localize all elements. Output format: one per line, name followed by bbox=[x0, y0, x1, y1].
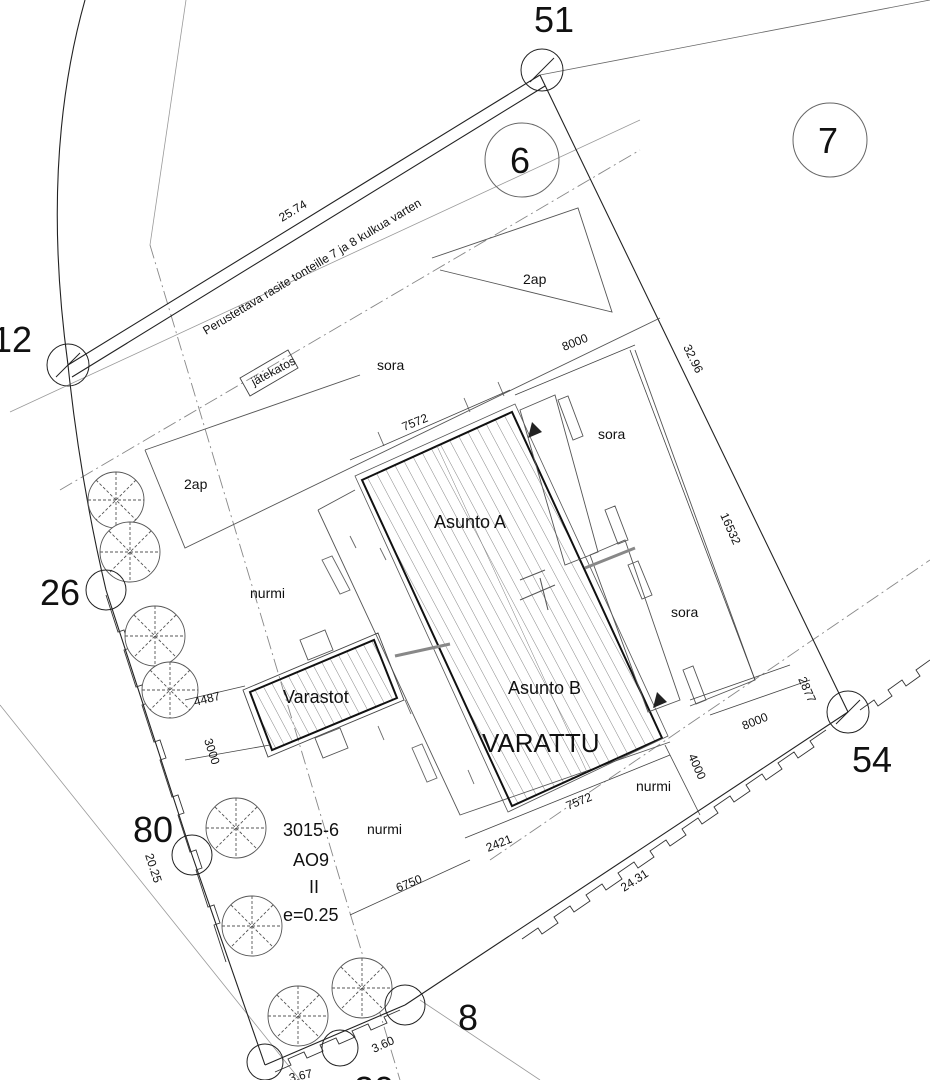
dim-6750: 6750 bbox=[394, 872, 424, 895]
sora-center-label: sora bbox=[377, 357, 404, 373]
terraces bbox=[394, 394, 707, 713]
dim-20-25: 20.25 bbox=[142, 852, 165, 885]
lot-floors: II bbox=[309, 877, 319, 897]
point-bottom-marker bbox=[321, 1029, 359, 1067]
nurmi-southeast-label: nurmi bbox=[636, 778, 671, 794]
point-8-marker bbox=[384, 984, 426, 1026]
dimension-lines bbox=[184, 344, 811, 916]
dim-8000-top: 8000 bbox=[560, 331, 590, 354]
lot-id: 3015-6 bbox=[283, 820, 339, 840]
dim-4000: 4000 bbox=[685, 752, 709, 782]
varastot-label: Varastot bbox=[283, 687, 349, 707]
point-12-label: 12 bbox=[0, 319, 32, 360]
dim-25-74: 25.74 bbox=[276, 197, 309, 225]
lot-6-circle bbox=[484, 122, 560, 198]
asunto-b-label: Asunto B bbox=[508, 678, 581, 698]
dim-3-60: 3.60 bbox=[369, 1033, 396, 1056]
point-80-marker bbox=[171, 834, 213, 876]
facade-markers bbox=[321, 381, 505, 785]
dim-4487: 4487 bbox=[192, 689, 222, 709]
tree-icon bbox=[331, 957, 393, 1019]
dim-7572-bottom: 7572 bbox=[564, 790, 594, 813]
storage-building bbox=[242, 629, 405, 759]
fence-west bbox=[105, 594, 227, 963]
tree-icon bbox=[267, 985, 329, 1047]
nurmi-west-label: nurmi bbox=[250, 585, 285, 601]
fence-south bbox=[274, 659, 930, 1073]
main-building bbox=[354, 403, 669, 813]
tree-icon bbox=[221, 895, 283, 957]
dim-16532: 16532 bbox=[717, 511, 743, 547]
tree-icon bbox=[87, 471, 145, 529]
dim-24-31: 24.31 bbox=[618, 866, 651, 894]
varattu-label: VARATTU bbox=[482, 728, 599, 758]
lot-efficiency: e=0.25 bbox=[283, 905, 339, 925]
dashed-lines bbox=[59, 149, 930, 1080]
entrance-markers bbox=[528, 422, 667, 708]
point-51-marker bbox=[520, 48, 564, 92]
dim-7572-top: 7572 bbox=[400, 411, 430, 434]
waste-shelter: jätekatos bbox=[239, 349, 299, 397]
point-26-marker bbox=[85, 569, 127, 611]
dim-2421: 2421 bbox=[484, 832, 514, 855]
parking-north-label: 2ap bbox=[523, 271, 547, 287]
parking-west-label: 2ap bbox=[184, 476, 208, 492]
point-12-marker bbox=[46, 343, 90, 387]
dim-3-67: 3.67 bbox=[288, 1066, 314, 1080]
dim-3000: 3000 bbox=[201, 737, 223, 767]
dim-32-96: 32.96 bbox=[680, 342, 706, 375]
dim-2877: 2877 bbox=[795, 675, 819, 705]
point-bottom-label: 20 bbox=[354, 1069, 394, 1080]
point-54-label: 54 bbox=[852, 739, 892, 780]
asunto-a-label: Asunto A bbox=[434, 512, 506, 532]
point-26-label: 26 bbox=[40, 572, 80, 613]
dim-8000-right: 8000 bbox=[740, 710, 770, 733]
nurmi-south-label: nurmi bbox=[367, 821, 402, 837]
sora-east-upper-label: sora bbox=[598, 426, 625, 442]
easement-note: Perustettava rasite tonteille 7 ja 8 kul… bbox=[200, 196, 423, 338]
sora-east-lower-label: sora bbox=[671, 604, 698, 620]
tree-icon bbox=[124, 605, 186, 667]
trees bbox=[87, 471, 393, 1047]
point-80-label: 80 bbox=[133, 809, 173, 850]
point-8-label: 8 bbox=[458, 997, 478, 1038]
tree-icon bbox=[141, 661, 199, 719]
lot-7-label: 7 bbox=[818, 120, 838, 161]
entrance-a-arrow-icon bbox=[528, 422, 542, 438]
lot-6-label: 6 bbox=[510, 140, 530, 181]
point-51-label: 51 bbox=[534, 0, 574, 40]
survey-markers bbox=[46, 48, 870, 1080]
lot-zone: AO9 bbox=[293, 850, 329, 870]
entrance-b-arrow-icon bbox=[653, 692, 667, 708]
point-54-marker bbox=[826, 690, 870, 734]
point-bottom-left-marker bbox=[246, 1043, 284, 1080]
tree-icon bbox=[205, 797, 267, 859]
lot-7-circle bbox=[792, 102, 868, 178]
tree-icon bbox=[99, 521, 161, 583]
lot-boundaries bbox=[56, 0, 849, 1066]
